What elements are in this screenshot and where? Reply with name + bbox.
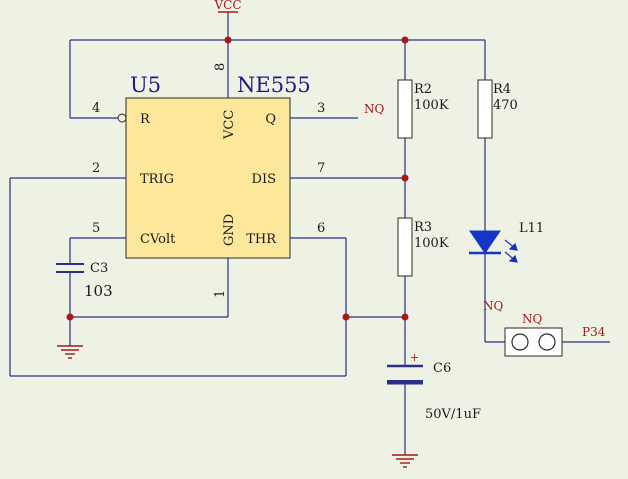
reset-pin-bubble [117, 113, 127, 123]
pin-number-3: 3 [317, 101, 325, 116]
pin-number-2: 2 [92, 161, 100, 176]
r4-value-label: 470 [493, 98, 518, 113]
pin-number-1: 1 [213, 290, 228, 298]
pin-gnd-label: GND [222, 214, 237, 246]
junction-dots [66, 36, 409, 321]
r4-ref-label: R4 [493, 82, 511, 97]
led-triangle [469, 230, 501, 254]
c6-value-label: 50V/1uF [425, 407, 481, 422]
capacitor-c6: + C6 50V/1uF [387, 351, 481, 422]
r3-ref-label: R3 [414, 220, 432, 235]
pin-q-label: Q [265, 112, 276, 127]
junction-dot [401, 36, 409, 44]
resistor-r3: R3 100K [397, 217, 449, 277]
junction-dot [401, 174, 409, 182]
junction-dot [66, 313, 74, 321]
pin-trig-label: TRIG [140, 172, 174, 187]
pin-number-7: 7 [317, 161, 325, 176]
pin-r-label: R [140, 112, 151, 127]
pin-number-4: 4 [92, 101, 100, 116]
ne555-chip: U5 NE555 R Q TRIG DIS CVolt THR VCC GND [117, 73, 311, 259]
capacitor-c3: C3 103 [56, 261, 113, 300]
jumper-pin-1 [511, 333, 529, 351]
pin-number-5: 5 [92, 221, 100, 236]
junction-dot [224, 36, 232, 44]
p34-net-label: P34 [582, 325, 606, 339]
pin-thr-label: THR [246, 232, 277, 247]
nq-net-label-q: NQ [364, 102, 385, 116]
chip-ref-label: U5 [130, 73, 161, 97]
nq-net-label-jumper: NQ [522, 312, 543, 326]
pin-number-8: 8 [213, 63, 228, 71]
vcc-net-label: VCC [213, 0, 241, 12]
r2-value-label: 100K [414, 98, 449, 113]
r2-ref-label: R2 [414, 82, 432, 97]
c6-polarity-label: + [410, 351, 419, 364]
junction-dot [342, 313, 350, 321]
c3-ref-label: C3 [90, 261, 108, 276]
led-l11: L11 [469, 221, 544, 263]
ground-symbol-left [57, 345, 83, 359]
c3-value-label: 103 [84, 282, 113, 300]
pin-dis-label: DIS [252, 172, 276, 187]
vcc-power-symbol: VCC [213, 0, 242, 13]
junction-dot [401, 313, 409, 321]
pin-cvolt-label: CVolt [140, 232, 176, 247]
ground-symbol-right [392, 454, 418, 468]
jumper-pin-2 [538, 333, 556, 351]
r3-value-label: 100K [414, 236, 449, 251]
resistor-r4: R4 470 [477, 79, 518, 139]
jumper-connector: NQ [504, 312, 563, 357]
chip-part-label: NE555 [237, 73, 311, 97]
resistor-r2: R2 100K [397, 79, 449, 139]
nq-net-label-led: NQ [483, 299, 504, 313]
led-ref-label: L11 [519, 221, 544, 236]
pin-number-6: 6 [317, 221, 325, 236]
wires [9, 12, 610, 455]
led-light-arrows-icon [504, 239, 518, 263]
pin-vcc-label: VCC [222, 110, 237, 140]
pin-numbers: 8 4 3 2 7 5 6 1 [92, 63, 325, 298]
c6-ref-label: C6 [433, 361, 451, 376]
